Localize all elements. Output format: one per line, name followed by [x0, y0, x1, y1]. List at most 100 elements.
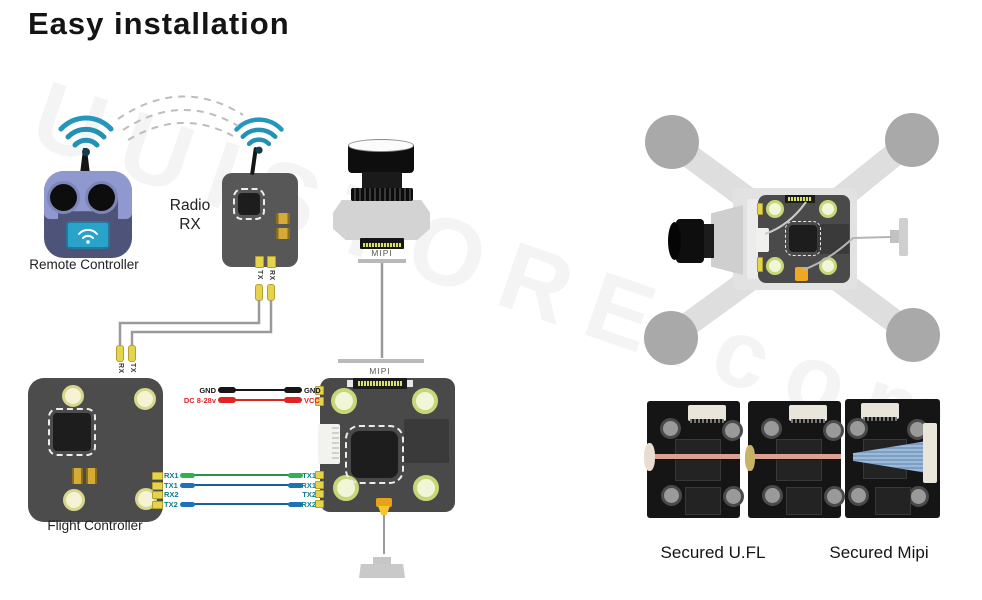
camera-mipi-pins	[363, 243, 401, 247]
vtx-mipi-latch-left	[347, 380, 353, 387]
radio-wire-cap-2	[267, 284, 275, 301]
photo1-connector-pins	[690, 419, 724, 423]
vtx-uart-pad-2	[315, 481, 324, 489]
photo-board-ufl-2	[745, 401, 845, 518]
remote-controller-label: Remote Controller	[29, 257, 139, 272]
drone-vtx-pads-bottom	[757, 257, 763, 272]
photo2-mount-tr	[823, 420, 844, 441]
photo1-mount-tr	[722, 420, 743, 441]
photo3-mount-tl	[847, 418, 868, 439]
remote-antenna	[80, 148, 90, 174]
vtx-mipi-latch-right	[407, 380, 413, 387]
photo3-mount-br	[908, 486, 929, 507]
fc-uart-pad-2	[152, 482, 163, 490]
fc-wire-cap-1	[116, 345, 124, 362]
uart-row2-left-label: TX1	[164, 481, 178, 490]
photo1-ufl-coax	[647, 454, 740, 459]
vtx-mipi-label: MIPI	[369, 366, 391, 376]
vtx-hole-br	[413, 475, 439, 501]
fc-chip	[48, 408, 96, 456]
uart-row1-left-label: RX1	[164, 471, 179, 480]
fc-capacitor-2	[86, 468, 97, 484]
vtx-pad-vcc	[315, 397, 324, 406]
photo2-mount-bl	[762, 485, 783, 506]
photo2-chip-lower	[786, 487, 822, 515]
vtx-chip	[345, 425, 404, 484]
uart-row2-right-label: RX1	[301, 481, 316, 490]
fc-hole-bl	[63, 489, 85, 511]
vtx-side-connector-ridges	[332, 427, 339, 461]
vtx-antenna-base	[359, 564, 405, 578]
drone-camera-mount	[711, 205, 743, 275]
fc-pad-tx-label: TX	[129, 363, 136, 373]
photo3-chip-lower	[875, 487, 911, 515]
photo1-mount-tl	[660, 418, 681, 439]
camera-sensor-body	[333, 200, 430, 240]
fc-hole-tl	[62, 385, 84, 407]
drone-vtx-shield	[817, 224, 849, 254]
drone-motor-pod-br	[886, 308, 940, 362]
power-vcc-left-label: DC 8-28v	[183, 396, 216, 405]
photo3-top-connector	[861, 403, 899, 419]
drone-vtx-ufl	[795, 267, 808, 281]
remote-left-stick	[50, 184, 77, 211]
radio-pad-tx	[255, 256, 264, 268]
photo3-mount-bl	[848, 485, 869, 506]
camera-ribbon-bracket-bottom	[338, 359, 424, 363]
fc-capacitor-1	[72, 468, 83, 484]
vtx-uart-pad-1	[315, 471, 324, 479]
radio-pad-tx-label: TX	[256, 270, 263, 280]
photo2-glue-blob	[745, 445, 755, 471]
power-gnd-left-label: GND	[199, 386, 216, 395]
fc-uart-pad-3	[152, 491, 163, 499]
uart-row1-cap-left	[180, 473, 195, 478]
photo2-top-connector	[789, 405, 827, 421]
fc-wire-cap-2	[128, 345, 136, 362]
power-vcc-right-label: VCC	[304, 396, 320, 405]
uart-row2-wire	[192, 484, 292, 486]
radio-pad-rx	[267, 256, 276, 268]
drone-vtx-hole-bl	[766, 257, 784, 275]
radio-wire-cap-1	[255, 284, 263, 301]
fc-hole-br	[135, 488, 157, 510]
uart-row1-wire	[192, 474, 292, 476]
power-gnd-right-label: GND	[304, 386, 321, 395]
photo1-glue-blob	[644, 443, 655, 471]
radio-rx-chip	[233, 188, 265, 220]
drone-vtx-top-pins	[788, 197, 812, 201]
photo2-chip-main	[776, 439, 822, 481]
remote-right-stick	[88, 184, 115, 211]
radio-pad-rx-label: RX	[268, 270, 275, 281]
uart-row2-cap-right	[288, 483, 303, 488]
uart-row4-cap-right	[288, 502, 303, 507]
uart-row4-right-label: RX2	[301, 500, 316, 509]
drone-vtx-hole-tr	[819, 200, 837, 218]
photo2-mount-tl	[761, 418, 782, 439]
photo-board-mipi	[845, 399, 940, 518]
photo1-chip-main	[675, 439, 721, 481]
vtx-uart-pad-4	[315, 500, 324, 508]
drone-camera-lens-front	[668, 222, 681, 260]
power-vcc-cap-left	[218, 397, 236, 403]
fc-uart-pad-1	[152, 472, 163, 480]
drone-antenna-head	[899, 218, 908, 256]
drone-motor-pod-bl	[644, 311, 698, 365]
power-vcc-wire	[230, 399, 290, 401]
vtx-shield-block	[404, 419, 449, 463]
drone-antenna-connector	[890, 230, 900, 243]
camera-lens-neck	[362, 172, 402, 190]
uart-row3-right-label: TX2	[302, 490, 316, 499]
radio-component-1	[276, 213, 290, 224]
vtx-hole-tl	[331, 388, 357, 414]
caption-secured-ufl: Secured U.FL	[660, 543, 766, 562]
fc-uart-pad-4	[152, 501, 163, 509]
photo2-connector-pins	[791, 419, 825, 423]
camera-focus-ring	[351, 188, 413, 201]
flight-controller-label: Flight Controller	[47, 518, 143, 533]
drone-vtx-side-connector	[756, 228, 769, 252]
vtx-antenna-head	[373, 557, 391, 564]
power-gnd-wire	[230, 389, 290, 391]
drone-motor-pod-tr	[885, 113, 939, 167]
photo1-mount-br	[723, 486, 744, 507]
